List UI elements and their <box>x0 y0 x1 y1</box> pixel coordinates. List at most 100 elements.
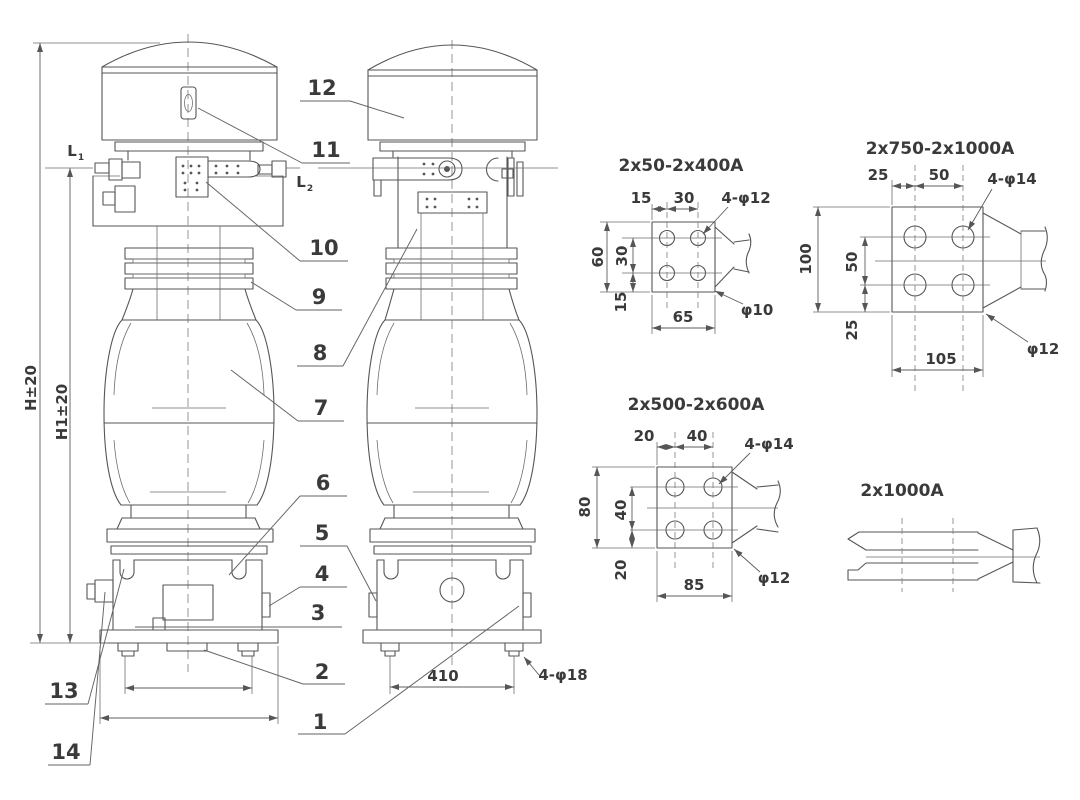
terminal-detail-2: 2x750-2x1000A 25 50 100 50 25 105 4-φ14 <box>797 139 1059 392</box>
base-box <box>86 559 271 631</box>
detail-2-pad <box>891 206 984 313</box>
secondary-terminal-box <box>162 584 214 621</box>
detail-1-aux-label: φ10 <box>741 301 774 319</box>
side-base-dimensions: 410 4-φ18 <box>389 656 588 694</box>
detail-3-title: 2x500-2x600A <box>628 395 766 415</box>
detail-4-break-line <box>1032 527 1041 584</box>
detail-1-dim-top-a: 15 <box>631 189 652 207</box>
base-box-side <box>368 559 532 631</box>
base-holes-label: 4-φ18 <box>538 666 587 684</box>
side-pad <box>261 592 271 618</box>
side-view <box>362 40 542 668</box>
terminal-detail-1: 2x50-2x400A 15 30 60 30 15 65 4-φ12 φ10 <box>589 156 773 334</box>
primary-terminal-1 <box>94 158 141 213</box>
terminal-bracket <box>486 157 499 182</box>
callout-5: 5 <box>300 521 377 602</box>
terminal-bar-side <box>372 157 524 197</box>
detail-3-dim-top-a: 20 <box>634 427 655 445</box>
detail-1-dim-bottom: 65 <box>673 308 694 326</box>
callout-6-label: 6 <box>316 471 331 495</box>
insulator-barrel-side <box>366 319 538 506</box>
detail-1-break-line <box>745 233 752 274</box>
height-dimensions: H±20 H1±20 <box>22 42 160 644</box>
callout-2: 2 <box>203 649 345 685</box>
callout-12: 12 <box>300 76 405 119</box>
callout-8-label: 8 <box>313 341 328 365</box>
dome-cap-side <box>367 44 538 141</box>
callout-5-label: 5 <box>315 521 330 545</box>
base-plate <box>99 629 279 657</box>
callout-11-label: 11 <box>311 138 340 162</box>
center-pad <box>166 642 208 652</box>
callout-3: 3 <box>135 601 342 628</box>
detail-2-holes-leader <box>967 188 993 231</box>
insulator-barrel <box>103 319 275 506</box>
callouts: 12 11 10 9 8 7 6 5 4 3 2 1 13 14 <box>45 76 520 766</box>
callout-9-label: 9 <box>312 285 327 309</box>
detail-2-break-line <box>1040 226 1048 292</box>
detail-3-aux-leader <box>733 548 761 573</box>
callout-13-label: 13 <box>49 679 78 703</box>
callout-13: 13 <box>45 568 125 705</box>
detail-2-title: 2x750-2x1000A <box>866 139 1015 159</box>
side-terminal-plate <box>417 191 488 214</box>
height1-label: H1±20 <box>53 384 71 440</box>
detail-2-dim-left-mid: 50 <box>843 252 861 273</box>
detail-1-pad <box>651 221 716 293</box>
detail-1-holes-label: 4-φ12 <box>721 189 770 207</box>
callout-1-label: 1 <box>313 710 328 734</box>
callout-6: 6 <box>228 471 347 576</box>
detail-2-holes-label: 4-φ14 <box>987 170 1036 188</box>
oil-level-indicator <box>180 86 197 120</box>
terminal-detail-4: 2x1000A <box>847 481 1041 592</box>
callout-14-label: 14 <box>51 740 80 764</box>
detail-3-pad <box>656 466 733 549</box>
callout-10: 10 <box>205 181 348 262</box>
terminal-L2-label: L <box>296 173 306 191</box>
callout-1: 1 <box>298 605 520 735</box>
detail-3-dim-left-mid: 40 <box>612 500 630 521</box>
detail-1-dim-left-mid: 30 <box>613 246 631 267</box>
dome-cap <box>101 41 278 141</box>
detail-2-dim-top-b: 50 <box>929 166 950 184</box>
terminal-detail-3: 2x500-2x600A 20 40 80 40 20 85 4-φ14 φ12 <box>576 395 794 602</box>
detail-1-dim-left-outer: 60 <box>589 247 607 268</box>
terminal-L2-subscript: 2 <box>307 184 313 194</box>
detail-3-holes-label: 4-φ14 <box>744 435 793 453</box>
detail-4-title: 2x1000A <box>860 481 944 501</box>
detail-1-dim-top-b: 30 <box>674 189 695 207</box>
callout-7-label: 7 <box>314 396 329 420</box>
cable-gland-hole <box>439 577 465 603</box>
detail-2-dim-top-a: 25 <box>868 166 889 184</box>
detail-3-dim-left-inner: 20 <box>612 560 630 581</box>
callout-12-label: 12 <box>307 76 336 100</box>
callout-2-label: 2 <box>315 660 330 684</box>
detail-3-holes-leader <box>718 452 751 485</box>
callout-8: 8 <box>297 228 418 367</box>
terminal-L1-subscript: 1 <box>78 153 84 163</box>
lifting-hook-left <box>119 559 135 580</box>
lower-flange <box>106 504 274 555</box>
detail-1-title: 2x50-2x400A <box>619 156 745 176</box>
terminal-L1-label: L <box>67 142 77 160</box>
detail-1-dim-left-inner: 15 <box>612 292 630 313</box>
head-housing <box>92 141 284 227</box>
lifting-hook-right <box>231 559 247 580</box>
detail-4-top-plate <box>847 531 979 551</box>
overall-height-label: H±20 <box>22 365 40 411</box>
terminal-block <box>175 156 209 198</box>
detail-1-holes-leader <box>702 206 729 235</box>
detail-4-bottom-plate <box>847 562 979 581</box>
detail-2-dim-left-outer: 100 <box>797 243 815 274</box>
callout-10-label: 10 <box>309 236 338 260</box>
detail-2-aux-label: φ12 <box>1027 340 1060 358</box>
detail-3-break-line <box>773 480 781 528</box>
callout-4-label: 4 <box>315 562 330 586</box>
callout-11: 11 <box>197 107 350 164</box>
base-holes-leader <box>523 656 540 676</box>
bellows-section <box>121 226 257 321</box>
callout-14: 14 <box>48 591 106 766</box>
callout-3-label: 3 <box>311 601 326 625</box>
front-view <box>86 34 287 672</box>
